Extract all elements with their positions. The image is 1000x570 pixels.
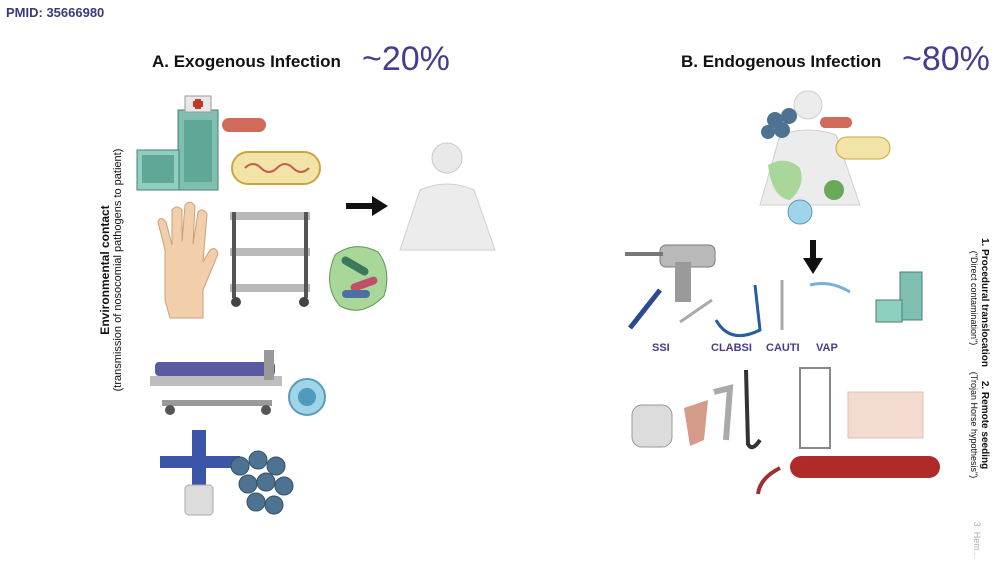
biofilm-b-icon	[768, 160, 802, 200]
scalpel-icon	[628, 288, 662, 330]
tissue-section-icon	[847, 391, 924, 439]
panel-b-title: B. Endogenous Infection	[681, 52, 882, 71]
blood-vessel-icon	[790, 456, 940, 478]
tag-cauti: CAUTI	[766, 342, 800, 354]
panel-a-title: A. Exogenous Infection	[152, 52, 341, 71]
stent-icon	[799, 367, 831, 449]
panel-a-percent: ~20%	[362, 40, 450, 78]
hand-icon	[157, 201, 219, 319]
cart-icon	[230, 212, 310, 307]
arrow-down-icon	[803, 240, 823, 274]
panel-b-percent: ~80%	[902, 40, 990, 78]
tag-clabsi: CLABSI	[711, 342, 752, 354]
forceps-icon	[679, 298, 713, 324]
lead-device-icon	[744, 369, 762, 450]
central-line-catheter-icon	[714, 284, 762, 338]
arrow-right-icon	[346, 196, 388, 216]
immune-cell-b-icon	[787, 199, 813, 225]
rod-bacterium-b-icon	[820, 117, 852, 128]
immune-cell-icon	[288, 378, 326, 416]
pmid-label: PMID: 35666980	[6, 5, 105, 20]
pacemaker-icon	[631, 404, 673, 448]
cocci-cluster-b-icon	[761, 108, 797, 139]
rod-bacterium-icon	[222, 118, 266, 132]
green-cluster-icon	[824, 180, 844, 200]
patient-silhouette-icon	[399, 142, 496, 251]
flagellated-bacterium-icon	[231, 151, 321, 185]
iv-connector-icon	[160, 430, 240, 516]
biofilm-icon	[329, 246, 388, 311]
endotracheal-tube-icon	[809, 282, 851, 294]
cocci-cluster-icon	[230, 450, 294, 515]
hospital-bed-icon	[150, 350, 282, 415]
hospital-b-icon	[875, 271, 923, 323]
tag-vap: VAP	[816, 342, 838, 354]
knee-implant-icon	[684, 400, 708, 446]
hip-implant-icon	[713, 384, 734, 441]
curved-arrow-icon	[756, 466, 781, 495]
surgical-drill-icon	[625, 244, 716, 302]
tag-ssi: SSI	[652, 342, 670, 354]
hospital-icon	[136, 95, 219, 191]
flagellated-bacterium-b-icon	[835, 136, 891, 160]
illustration-canvas	[136, 90, 940, 516]
